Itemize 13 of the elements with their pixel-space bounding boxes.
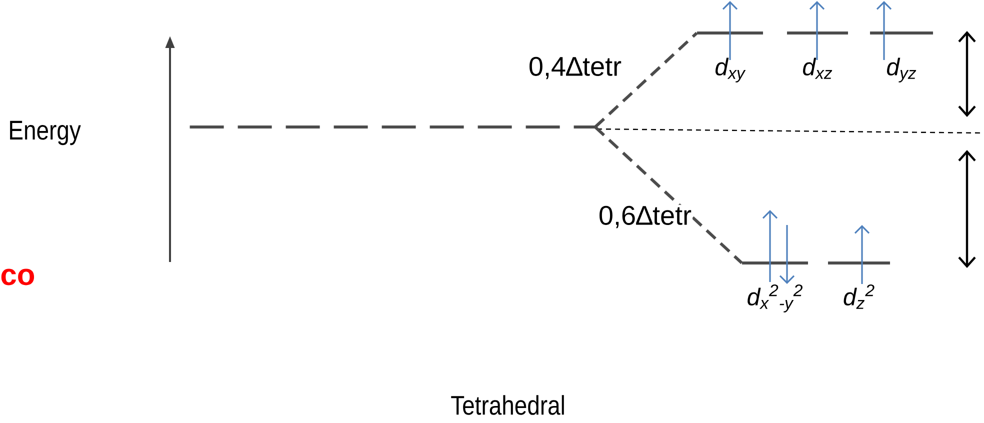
energy-level: d$_{xz}$ xyxy=(787,32,848,79)
energy-level xyxy=(190,126,596,128)
axis-label: Energy xyxy=(10,120,81,146)
connector-line xyxy=(594,32,698,128)
energy-level: d$_{z}$2 xyxy=(828,262,890,309)
edge-label: 0,6∆tetr xyxy=(597,204,693,230)
edge-label: 0,4∆tetr xyxy=(527,56,623,80)
energy-level: d$_{yz}$ xyxy=(870,32,934,82)
connector-line xyxy=(594,126,743,264)
energy-level: d$_{xy}$ xyxy=(697,32,763,82)
energy-level: d$_{x}$2-y2 xyxy=(742,262,808,312)
caption: Tetrahedral xyxy=(451,395,564,415)
note-text: co xyxy=(1,268,34,286)
